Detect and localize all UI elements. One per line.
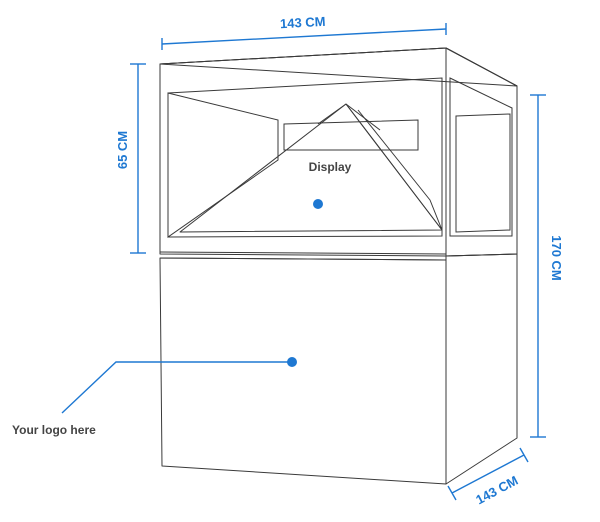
back-inner-panel [283, 119, 419, 151]
logo-leader-line [61, 361, 292, 414]
depth-tick-left [447, 485, 457, 501]
pyramid-edge-left-back [317, 103, 347, 125]
total-height-label: 170 CM [549, 235, 564, 281]
depth-line [451, 454, 525, 494]
display-height-label: 65 CM [115, 131, 130, 169]
side-window-frame [449, 77, 513, 237]
side-inner-panel [455, 113, 511, 233]
cabinet-outline [159, 47, 518, 485]
pyramid-edge-right [345, 103, 443, 231]
display-side-face [445, 47, 518, 257]
hologram-pyramid [179, 103, 443, 233]
divider-front-upper [159, 251, 447, 255]
dot-marker-icon [313, 199, 323, 209]
pyramid-edge-inner [357, 109, 443, 231]
dimension-lines [130, 23, 546, 501]
logo-label: Your logo here [12, 423, 96, 437]
top-width-label: 143 CM [280, 14, 326, 31]
base-front-face [159, 257, 447, 485]
display-window [167, 77, 513, 238]
display-label: Display [309, 160, 352, 174]
depth-tick-right [519, 447, 529, 463]
left-inner-panel [167, 92, 279, 238]
front-window-frame [167, 77, 443, 238]
top-width-line [161, 28, 447, 45]
base-side-face [445, 253, 518, 485]
